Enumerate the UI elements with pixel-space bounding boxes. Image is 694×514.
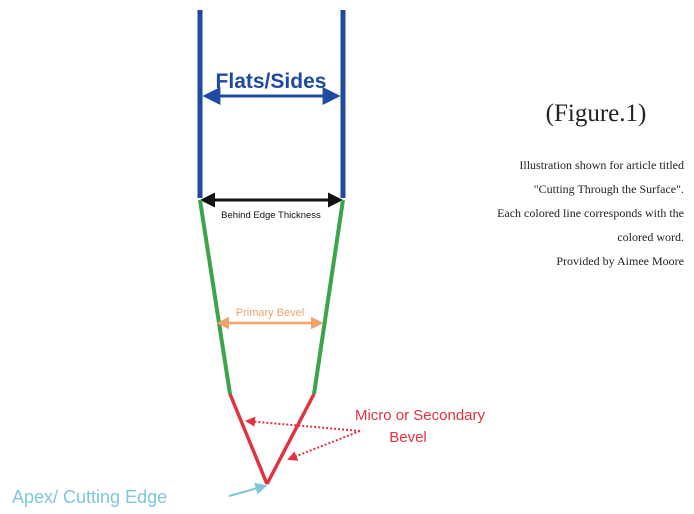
apex-pointer [228, 482, 268, 497]
behind-edge-thickness-label: Behind Edge Thickness [221, 210, 321, 221]
apex-label: Apex/ Cutting Edge [12, 487, 167, 507]
micro-bevel-label-line1: Micro or Secondary [355, 407, 486, 424]
micro-bevel-label-line2: Bevel [389, 429, 427, 446]
primary-bevel-right-line [312, 199, 345, 395]
caption-line-5: Provided by Aimee Moore [556, 254, 684, 268]
micro-bevel-pointer-upper [245, 416, 361, 432]
figure-label: (Figure.1) [546, 100, 647, 127]
caption-line-4: colored word. [617, 230, 684, 244]
primary-bevel-left-line [198, 199, 232, 395]
micro-bevel-left-line [228, 393, 269, 485]
caption-line-2: "Cutting Through the Surface". [534, 182, 684, 196]
caption-line-3: Each colored line corresponds with the [497, 206, 684, 220]
micro-bevel-pointer-lower [287, 430, 361, 461]
flats-sides-label: Flats/Sides [216, 70, 327, 93]
caption-line-1: Illustration shown for article titled [519, 158, 684, 172]
primary-bevel-label: Primary Bevel [236, 307, 304, 319]
micro-bevel-right-line [265, 393, 316, 485]
